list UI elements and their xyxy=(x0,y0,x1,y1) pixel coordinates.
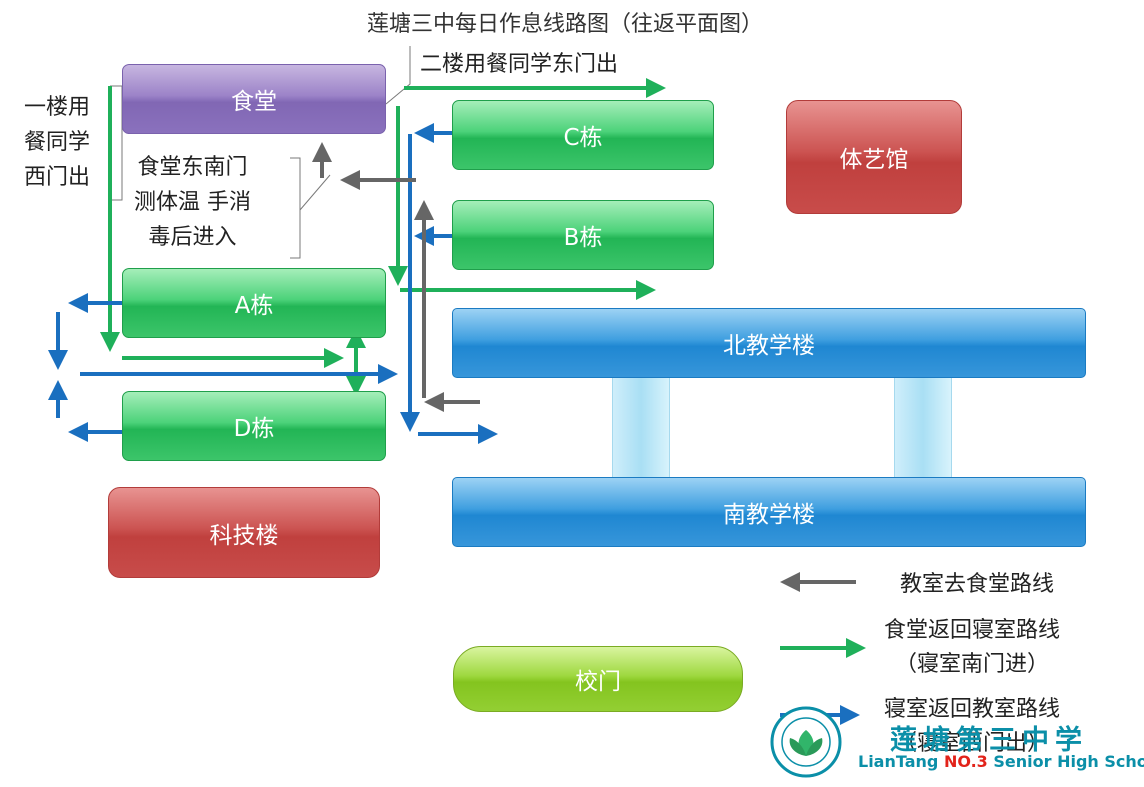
building-b: B栋 xyxy=(452,200,714,270)
legend-green-label: 食堂返回寝室路线 （寝室南门进） xyxy=(884,614,1060,682)
logo-en-prefix: LianTang xyxy=(858,752,944,771)
south-label: 南教学楼 xyxy=(723,502,815,528)
school-logo-en: LianTang NO.3 Senior High School xyxy=(858,752,1144,771)
building-a-label: A栋 xyxy=(234,293,274,319)
corridor-left xyxy=(612,376,670,480)
school-logo-emblem xyxy=(770,706,842,778)
note-temp-line3: 毒后进入 xyxy=(148,225,237,250)
logo-en-highlight: NO.3 xyxy=(943,752,988,771)
note-bracket-left xyxy=(110,85,123,201)
canteen-label: 食堂 xyxy=(231,89,277,115)
school-logo-cn: 莲塘第三中学 xyxy=(890,725,1088,756)
note-floor1-line3: 西门出 xyxy=(24,165,91,190)
corridor-right xyxy=(894,376,952,480)
legend-green-line2: （寝室南门进） xyxy=(895,652,1050,677)
legend-blue-line1: 寝室返回教室路线 xyxy=(884,697,1061,722)
south-teaching-building: 南教学楼 xyxy=(452,477,1086,547)
note-floor2: 二楼用餐同学东门出 xyxy=(420,52,619,77)
legend-green-line1: 食堂返回寝室路线 xyxy=(884,618,1061,643)
legend-gray-label: 教室去食堂路线 xyxy=(900,572,1055,597)
tech-building: 科技楼 xyxy=(108,487,380,578)
legend-blue-line2: （寝室西门出） xyxy=(895,731,1050,756)
gym-label: 体艺馆 xyxy=(839,147,909,173)
north-label: 北教学楼 xyxy=(723,333,815,359)
building-d: D栋 xyxy=(122,391,386,461)
diagram-title: 莲塘三中每日作息线路图（往返平面图） xyxy=(366,12,763,37)
tech-label: 科技楼 xyxy=(209,522,279,549)
note-floor1: 一楼用 餐同学 西门出 xyxy=(24,90,90,195)
note-temperature: 食堂东南门 测体温 手消 毒后进入 xyxy=(134,150,251,255)
gym-building: 体艺馆 xyxy=(786,100,962,214)
note-floor1-line1: 一楼用 xyxy=(24,95,91,120)
building-d-label: D栋 xyxy=(233,416,275,442)
building-b-label: B栋 xyxy=(563,225,603,251)
gate-label: 校门 xyxy=(575,669,621,695)
canteen-building: 食堂 xyxy=(122,64,386,134)
building-a: A栋 xyxy=(122,268,386,338)
north-teaching-building: 北教学楼 xyxy=(452,308,1086,378)
building-c: C栋 xyxy=(452,100,714,170)
logo-en-suffix: Senior High School xyxy=(993,752,1144,771)
note-floor1-line2: 餐同学 xyxy=(24,130,91,155)
note-temp-line2: 测体温 手消 xyxy=(134,190,251,215)
building-c-label: C栋 xyxy=(563,125,603,151)
school-gate: 校门 xyxy=(453,646,743,712)
note-temp-line1: 食堂东南门 xyxy=(137,155,248,180)
legend-blue-label: 寝室返回教室路线 （寝室西门出） xyxy=(884,693,1060,761)
